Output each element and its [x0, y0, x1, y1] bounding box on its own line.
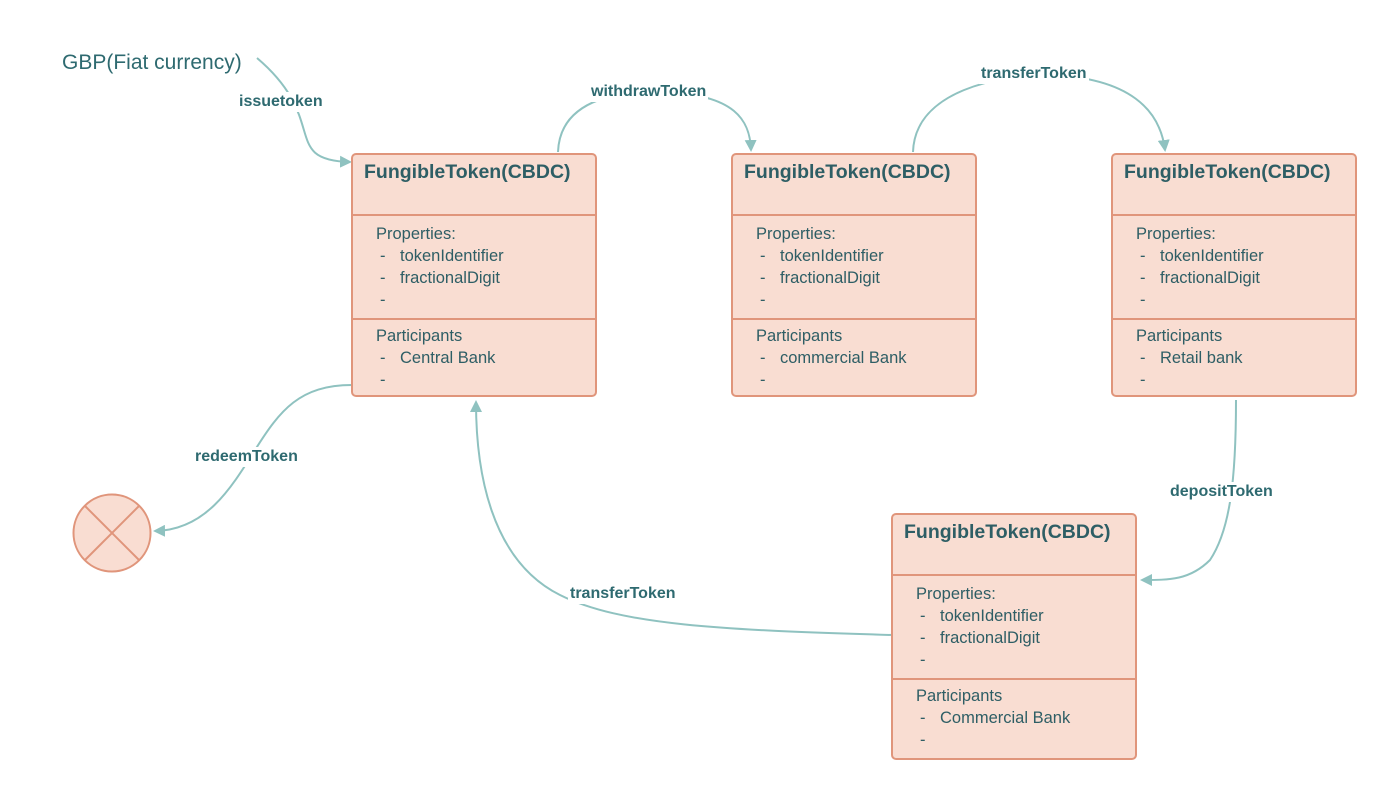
property-item: -tokenIdentifier: [1136, 245, 1355, 267]
participant-item: -: [1136, 369, 1355, 391]
participants-section: Participants -Central Bank -: [353, 320, 595, 391]
dash: -: [760, 269, 766, 287]
dash: -: [920, 629, 926, 647]
participants-label: Participants: [756, 327, 843, 345]
property-item: -fractionalDigit: [756, 267, 975, 289]
box-title: FungibleToken(CBDC): [1113, 155, 1355, 216]
edge-deposittoken[interactable]: [1140, 399, 1237, 586]
dash: -: [1140, 349, 1146, 367]
property-item: -fractionalDigit: [1136, 267, 1355, 289]
dash: -: [760, 247, 766, 265]
participant-item: -Central Bank: [376, 347, 595, 369]
participant-item: -Retail bank: [1136, 347, 1355, 369]
dash: -: [380, 291, 386, 309]
label-transfertoken-top: transferToken: [979, 64, 1089, 84]
token-box-commercial-bank[interactable]: FungibleToken(CBDC) Properties: -tokenId…: [731, 153, 977, 397]
label-redeemtoken: redeemToken: [193, 447, 300, 467]
dash: -: [920, 651, 926, 669]
properties-label: Properties:: [916, 585, 996, 603]
property-item: -tokenIdentifier: [756, 245, 975, 267]
properties-label: Properties:: [376, 225, 456, 243]
dash: -: [1140, 247, 1146, 265]
dash: -: [920, 607, 926, 625]
participant-item: -commercial Bank: [756, 347, 975, 369]
box-title: FungibleToken(CBDC): [353, 155, 595, 216]
properties-label: Properties:: [1136, 225, 1216, 243]
box-title: FungibleToken(CBDC): [893, 515, 1135, 576]
property-item: -: [376, 289, 595, 311]
edge-issuetoken[interactable]: [256, 57, 352, 168]
property-item: -: [756, 289, 975, 311]
dash: -: [1140, 371, 1146, 389]
participants-section: Participants -Commercial Bank -: [893, 680, 1135, 751]
participants-section: Participants -Retail bank -: [1113, 320, 1355, 391]
property-item: -: [916, 649, 1135, 671]
participant-item: -Commercial Bank: [916, 707, 1135, 729]
properties-section: Properties: -tokenIdentifier -fractional…: [1113, 216, 1355, 320]
participants-label: Participants: [1136, 327, 1223, 345]
dash: -: [760, 349, 766, 367]
label-transfertoken-bottom: transferToken: [568, 584, 678, 604]
participant-item: -: [756, 369, 975, 391]
property-item: -fractionalDigit: [376, 267, 595, 289]
properties-section: Properties: -tokenIdentifier -fractional…: [893, 576, 1135, 680]
participant-item: -: [916, 729, 1135, 751]
label-withdrawtoken: withdrawToken: [589, 82, 709, 102]
dash: -: [760, 291, 766, 309]
box-title: FungibleToken(CBDC): [733, 155, 975, 216]
dash: -: [760, 371, 766, 389]
dash: -: [380, 371, 386, 389]
dash: -: [1140, 269, 1146, 287]
token-box-retail-bank[interactable]: FungibleToken(CBDC) Properties: -tokenId…: [1111, 153, 1357, 397]
properties-section: Properties: -tokenIdentifier -fractional…: [353, 216, 595, 320]
edge-transfertoken-bottom[interactable]: [470, 400, 893, 636]
dash: -: [380, 269, 386, 287]
properties-section: Properties: -tokenIdentifier -fractional…: [733, 216, 975, 320]
property-item: -tokenIdentifier: [916, 605, 1135, 627]
dash: -: [1140, 291, 1146, 309]
property-item: -tokenIdentifier: [376, 245, 595, 267]
participants-label: Participants: [916, 687, 1003, 705]
token-box-commercial-bank-return[interactable]: FungibleToken(CBDC) Properties: -tokenId…: [891, 513, 1137, 760]
participants-section: Participants -commercial Bank -: [733, 320, 975, 391]
end-node-x-icon[interactable]: [72, 493, 152, 573]
participant-item: -: [376, 369, 595, 391]
edge-transfertoken-top[interactable]: [912, 73, 1170, 153]
start-node-gbp[interactable]: GBP(Fiat currency): [62, 51, 242, 74]
dash: -: [380, 349, 386, 367]
participants-label: Participants: [376, 327, 463, 345]
dash: -: [920, 731, 926, 749]
label-deposittoken: depositToken: [1168, 482, 1275, 502]
property-item: -fractionalDigit: [916, 627, 1135, 649]
dash: -: [380, 247, 386, 265]
dash: -: [920, 709, 926, 727]
properties-label: Properties:: [756, 225, 836, 243]
property-item: -: [1136, 289, 1355, 311]
token-box-central-bank[interactable]: FungibleToken(CBDC) Properties: -tokenId…: [351, 153, 597, 397]
label-issuetoken: issuetoken: [237, 92, 325, 112]
